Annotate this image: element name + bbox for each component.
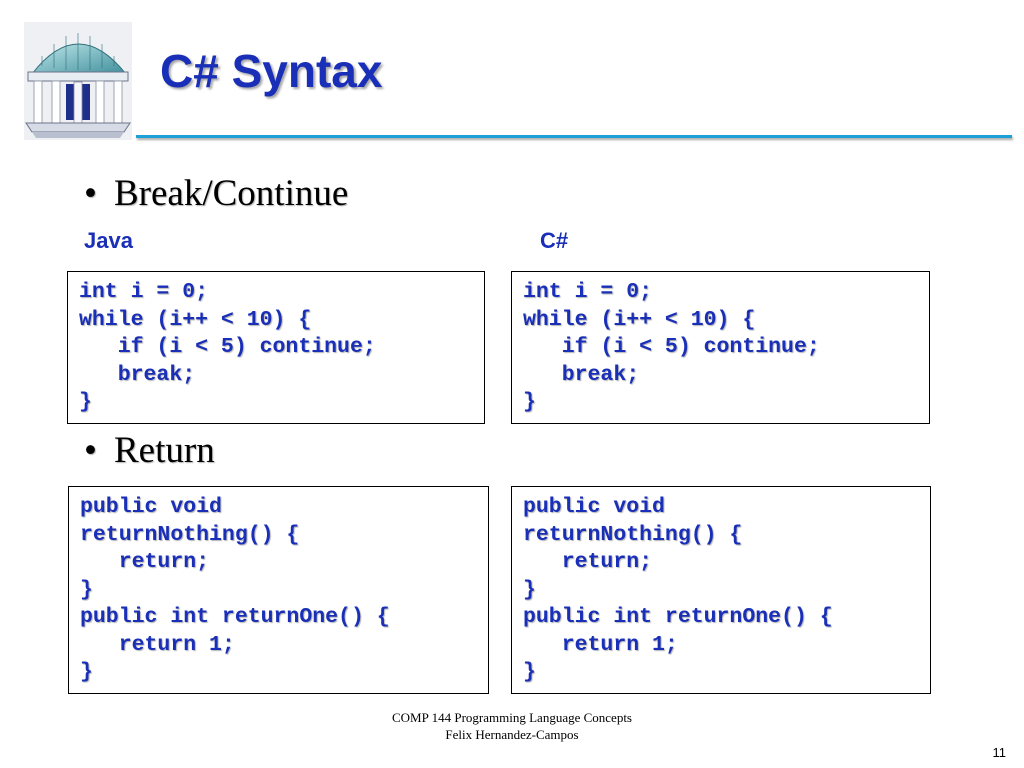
page-number: 11 — [992, 745, 1007, 760]
old-well-icon — [24, 22, 132, 140]
bullet-text: Return — [114, 430, 215, 471]
java-return-code: public void returnNothing() { return; } … — [68, 486, 489, 694]
footer-author: Felix Hernandez-Campos — [445, 727, 579, 742]
csharp-return-code: public void returnNothing() { return; } … — [511, 486, 931, 694]
bullet-symbol: • — [84, 173, 97, 214]
bullet-return: • Return — [84, 429, 215, 472]
bullet-break-continue: • Break/Continue — [84, 172, 348, 215]
bullet-symbol: • — [84, 430, 97, 471]
csharp-break-code: int i = 0; while (i++ < 10) { if (i < 5)… — [511, 271, 930, 424]
java-break-code: int i = 0; while (i++ < 10) { if (i < 5)… — [67, 271, 485, 424]
bullet-text: Break/Continue — [114, 173, 349, 214]
footer-course: COMP 144 Programming Language Concepts — [392, 710, 632, 725]
title-divider — [136, 135, 1012, 138]
slide-title: C# Syntax — [160, 45, 383, 97]
java-column-label: Java — [84, 228, 133, 253]
csharp-column-label: C# — [540, 228, 569, 253]
